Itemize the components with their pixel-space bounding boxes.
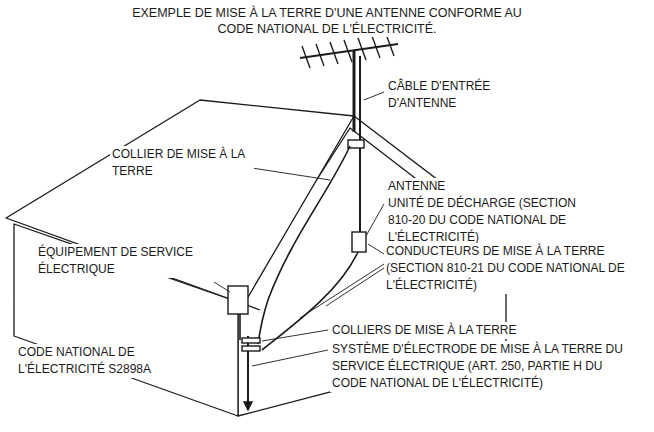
antenna-element [316,44,324,66]
antenna-element [302,46,310,68]
callout-label: CONDUCTEURS DE MISE À LA TERRE (SECTION … [384,243,650,294]
antenna-element [372,36,380,58]
ground-clamp [242,338,260,343]
antenna-mast [353,50,356,132]
callout-label: ÉQUIPEMENT DE SERVICE ÉLECTRIQUE [36,244,220,278]
diagram-title: EXEMPLE DE MISE À LA TERRE D'UNE ANTENNE… [120,5,534,37]
service-equipment-box [228,286,248,314]
callout-label: COLLIER DE MISE À LA TERRE [110,146,254,180]
callout-label: CÂBLE D'ENTRÉE D'ANTENNE [386,78,520,112]
ground-clamp [242,346,260,351]
callout-label: UNITÉ DE DÉCHARGE (SECTION 810-20 DU COD… [386,195,600,246]
front-wall [14,224,238,416]
antenna-element [386,34,394,56]
discharge-unit [352,232,366,252]
antenna-boom [300,44,398,58]
callout-label: COLLIERS DE MISE À LA TERRE [330,322,554,339]
roof [6,100,354,304]
ground-symbol [244,402,252,410]
service-conduit [239,314,241,340]
antenna-elements [302,34,394,68]
antenna-element [344,40,352,62]
antenna-element [330,42,338,64]
callout-label: SYSTÈME D'ÉLECTRODE DE MISE À LA TERRE D… [330,341,634,392]
callout-label: CODE NATIONAL DE L'ÉLECTRICITÉ S2898A [16,344,195,378]
callout-label: ANTENNE [386,178,510,195]
